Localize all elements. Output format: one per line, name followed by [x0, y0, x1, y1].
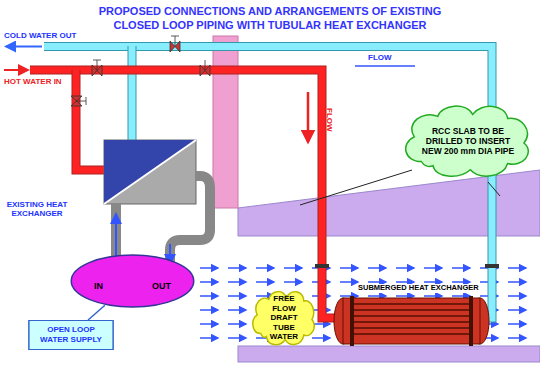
exchanger-plate [104, 140, 196, 204]
callout-cloud: FREE FLOW DRAFT TUBE WATER [249, 287, 319, 349]
process-box: OPEN LOOP WATER SUPPLY [28, 320, 114, 350]
flow-arrow [355, 65, 415, 67]
cold-out-arrow [6, 46, 42, 48]
leader-line [300, 170, 412, 205]
equipment-label: SUBMERGED HEAT EXCHANGER [356, 284, 481, 293]
node-text: OUT [152, 281, 171, 292]
supply-pipe [111, 204, 121, 262]
leader-line [488, 182, 500, 196]
cold-water-pipe [44, 47, 492, 319]
water-sump: IN OUT [70, 254, 195, 308]
flange [315, 264, 329, 268]
bottom-slab [238, 346, 540, 362]
node-text: RCC SLAB TO BE DRILLED TO INSERT NEW 200… [420, 126, 516, 157]
diagram-title: PROPOSED CONNECTIONS AND ARRANGEMENTS OF… [80, 4, 460, 33]
existing-heat-exchanger [104, 140, 196, 204]
ellipse-outline [70, 254, 195, 308]
hot-water-pipe [30, 70, 338, 318]
submerged-heat-exchanger [334, 296, 489, 346]
connector-line [88, 305, 105, 320]
return-pipe [170, 176, 210, 262]
pipe-label: COLD WATER OUT [4, 31, 76, 40]
in-arrow [115, 214, 117, 262]
equipment-label: EXISTING HEAT EXCHANGER [2, 200, 72, 218]
valve [71, 36, 210, 106]
flow-label: FLOW [325, 108, 334, 132]
flow-label: FLOW [368, 53, 392, 62]
node-text: IN [94, 281, 103, 292]
pipe-label: HOT WATER IN [4, 77, 66, 86]
node-text: FREE FLOW DRAFT TUBE WATER [261, 294, 307, 342]
cold-branch-pipe [128, 46, 137, 142]
callout-cloud: RCC SLAB TO BE DRILLED TO INSERT NEW 200… [398, 100, 538, 182]
hot-branch-pipe [76, 70, 104, 170]
flow-arrow-down [307, 92, 310, 142]
wall-column [213, 36, 238, 208]
hot-in-arrow [4, 69, 28, 71]
node-text: OPEN LOOP WATER SUPPLY [33, 325, 109, 344]
flange [485, 264, 499, 268]
